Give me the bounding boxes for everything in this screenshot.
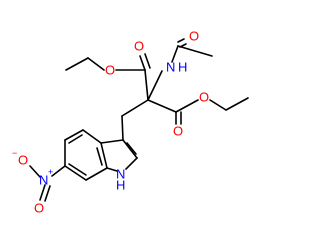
bond-acetyl-c-n bbox=[171, 45, 179, 63]
bond-nitro-n-o-minus bbox=[29, 165, 41, 178]
bond-c4-c5 bbox=[64, 129, 84, 141]
atom-labels: O N H O O O O O − N + O N H bbox=[12, 28, 209, 215]
nitro-minus-sign: − bbox=[12, 148, 17, 158]
bond-c7-c7a bbox=[85, 167, 108, 181]
acetyl-oxygen-label: O bbox=[189, 28, 199, 43]
chemical-structure: O N H O O O O O − N + O N H bbox=[12, 28, 249, 215]
bond-c3a-c7a bbox=[100, 142, 108, 169]
bond-c6-c7 bbox=[64, 165, 87, 181]
bond-c4-c5-inner bbox=[68, 134, 83, 144]
nitro-double-oxygen-label: O bbox=[34, 200, 44, 215]
bond-c6-nitro-n bbox=[51, 165, 66, 177]
amide-nitrogen-label: N bbox=[166, 59, 175, 74]
bond-c6-c7-inner bbox=[68, 163, 87, 176]
bond-ch2-c3 bbox=[121, 115, 124, 141]
bond-nitro-n-o-double-a bbox=[39, 184, 46, 201]
bond-calpha-ester1-c bbox=[144, 69, 149, 101]
indole-hydrogen-label: H bbox=[116, 177, 125, 192]
ester1-ether-oxygen-label: O bbox=[105, 62, 115, 77]
amide-hydrogen-label: H bbox=[178, 59, 187, 74]
bond-ester1-o-ch2 bbox=[87, 57, 105, 71]
bonds bbox=[29, 38, 249, 202]
bond-ester2-ch2-ch3 bbox=[225, 97, 249, 111]
bond-nitro-n-o-double-b bbox=[44, 185, 51, 202]
bond-ester2-c-o bbox=[175, 99, 199, 113]
bond-c3a-c7a-inner bbox=[96, 147, 103, 166]
bond-c2-n1 bbox=[125, 157, 138, 170]
bond-acetyl-c-ch3 bbox=[177, 45, 213, 57]
bond-ester1-co-a bbox=[139, 55, 146, 71]
bond-c3-c2 bbox=[122, 139, 138, 159]
nitro-plus-sign: + bbox=[48, 167, 53, 177]
nitro-nitrogen-label: N bbox=[39, 172, 48, 187]
ester2-carbonyl-oxygen-label: O bbox=[173, 123, 183, 138]
bond-calpha-ch2 bbox=[121, 99, 149, 117]
bond-calpha-ester2-c bbox=[147, 99, 177, 113]
ester2-ether-oxygen-label: O bbox=[199, 89, 209, 104]
indole-nitrogen-label: N bbox=[116, 166, 125, 181]
bond-acetyl-co-b bbox=[177, 38, 185, 43]
bond-n1-c7a bbox=[106, 167, 118, 172]
ester1-carbonyl-oxygen-label: O bbox=[134, 38, 144, 53]
bond-n-calpha bbox=[147, 70, 163, 101]
bond-ester2-o-ch2 bbox=[209, 99, 227, 111]
bond-c3-c3a bbox=[100, 139, 124, 144]
bond-c3-c2-inner bbox=[126, 142, 137, 155]
bond-ester1-co-b bbox=[144, 53, 151, 69]
nitro-oxygen-minus-label: O bbox=[18, 152, 28, 167]
bond-ester1-ch2-ch3 bbox=[65, 57, 89, 71]
bond-c3a-c4 bbox=[82, 129, 102, 144]
